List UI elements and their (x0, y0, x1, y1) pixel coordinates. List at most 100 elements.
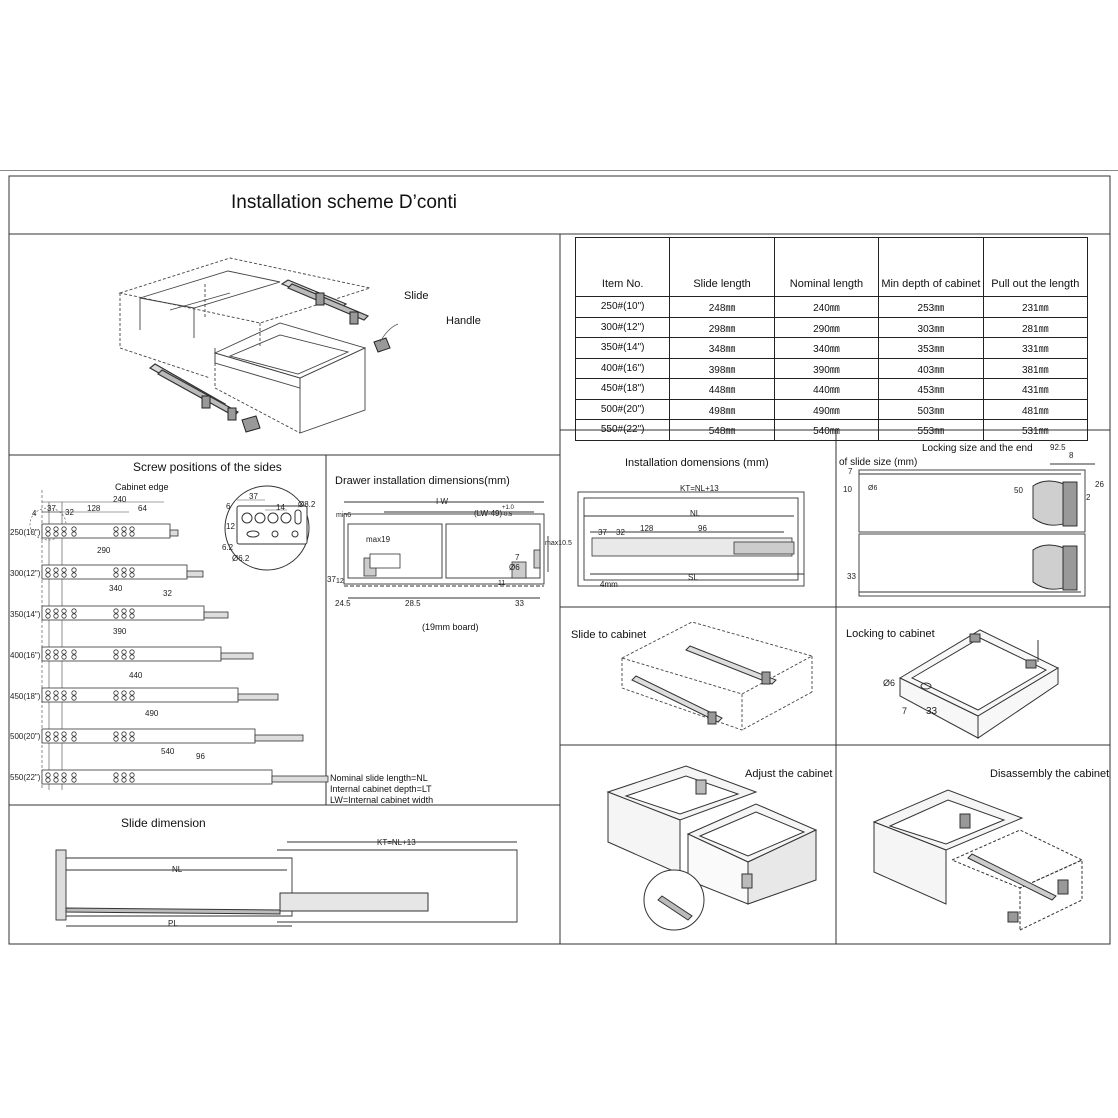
slide-extension (186, 570, 204, 578)
screw-hole (61, 613, 67, 619)
detail-dim-14: 14 (276, 503, 285, 512)
len-440: 440 (129, 671, 143, 680)
drawer-install-drawing (343, 501, 549, 599)
screw-hole (113, 649, 119, 655)
screw-hole (71, 731, 77, 737)
screw-hole (61, 777, 67, 783)
board-note: (19mm board) (422, 622, 479, 632)
screw-hole (45, 695, 51, 701)
screw-hole (45, 531, 51, 537)
screw-hole (129, 526, 135, 532)
screw-hole (113, 736, 119, 742)
table-cell: 400#(16") (574, 357, 671, 379)
screw-hole (45, 526, 51, 532)
screw-hole (121, 736, 127, 742)
screw-hole (129, 772, 135, 778)
col-header-min-depth: Min depth of cabinet (878, 237, 984, 297)
table-cell: 250#(10") (574, 296, 671, 318)
table-cell: 300#(12") (574, 316, 671, 338)
size-400: 400(16") (10, 651, 41, 660)
slide-dim-kt: KT=NL+13 (377, 838, 416, 847)
inst-32: 32 (616, 528, 625, 537)
screw-hole (53, 695, 59, 701)
dim-max19: max19 (366, 535, 391, 544)
screw-hole (71, 613, 77, 619)
col-header-slide-length: Slide length (669, 237, 775, 297)
screw-hole (45, 736, 51, 742)
detail-dim-37: 37 (249, 492, 258, 501)
screw-hole (113, 531, 119, 537)
detail-dim-6: 6 (226, 502, 231, 511)
screw-positions-drawing (29, 490, 329, 790)
inst-sl: SL (688, 573, 698, 582)
screw-hole (53, 777, 59, 783)
screw-hole (61, 731, 67, 737)
spec-table-header: Item No. Slide length Nominal length Min… (574, 237, 1089, 297)
screw-hole (121, 567, 127, 573)
inst-37: 37 (598, 528, 607, 537)
slide-row (41, 646, 254, 662)
col-header-nominal-length: Nominal length (773, 237, 880, 297)
table-row: 500#(20") 498㎜ 490㎜ 503㎜ 481㎜ (574, 398, 1089, 420)
screw-hole (113, 695, 119, 701)
screw-hole (129, 567, 135, 573)
size-350: 350(14") (10, 610, 41, 619)
screw-hole (61, 649, 67, 655)
screw-hole (71, 777, 77, 783)
screw-hole (53, 731, 59, 737)
table-cell: 403㎜ (878, 357, 984, 379)
slide-body (41, 769, 273, 785)
screw-hole (129, 695, 135, 701)
table-row: 250#(10") 248㎜ 240㎜ 253㎜ 231㎜ (574, 296, 1089, 318)
screw-hole (121, 695, 127, 701)
screw-hole (61, 695, 67, 701)
table-cell: 481㎜ (982, 398, 1089, 420)
size-500: 500(20") (10, 732, 41, 741)
screw-hole (45, 731, 51, 737)
screw-hole (71, 772, 77, 778)
table-cell: 500#(20") (574, 398, 671, 420)
screw-hole (61, 654, 67, 660)
table-cell: 553㎜ (878, 419, 984, 441)
screw-hole (121, 649, 127, 655)
dim-tol-plus: +1.0 (502, 505, 514, 511)
screw-hole (61, 572, 67, 578)
screw-hole (121, 731, 127, 737)
slide-to-cabinet-title: Slide to cabinet (571, 629, 647, 641)
table-cell: 298㎜ (669, 316, 775, 338)
table-cell: 240㎜ (773, 296, 880, 318)
detail-dim-6-2: 6.2 (222, 543, 234, 552)
lock-92-5: 92.5 (1050, 443, 1066, 452)
table-row: 350#(14") 348㎜ 340㎜ 353㎜ 331㎜ (574, 337, 1089, 359)
screw-hole (45, 690, 51, 696)
lock-7: 7 (848, 467, 853, 476)
slide-row (41, 728, 304, 744)
screw-hole (71, 654, 77, 660)
table-cell: 353㎜ (878, 337, 984, 359)
screw-hole (61, 772, 67, 778)
screw-hole (71, 531, 77, 537)
table-cell: 550#(22") (574, 419, 671, 441)
table-row: 400#(16") 398㎜ 390㎜ 403㎜ 381㎜ (574, 357, 1089, 379)
screw-hole (53, 654, 59, 660)
screw-hole (71, 690, 77, 696)
screw-hole (129, 777, 135, 783)
table-cell: 548㎜ (669, 419, 775, 441)
table-cell: 290㎜ (773, 316, 880, 338)
screw-hole (45, 654, 51, 660)
dim-max10-5: max10.5 (545, 540, 572, 547)
screw-hole (71, 695, 77, 701)
screw-hole (45, 649, 51, 655)
size-300: 300(12") (10, 569, 41, 578)
dim-96-extra: 96 (196, 752, 205, 761)
spec-table: Item No. Slide length Nominal length Min… (574, 237, 1089, 441)
install-domensions-drawing (577, 491, 805, 587)
screw-hole (71, 567, 77, 573)
inst-nl: NL (690, 509, 701, 518)
slide-label: Slide (404, 290, 429, 302)
screw-hole (71, 526, 77, 532)
slide-dim-nl: NL (172, 865, 183, 874)
screw-hole (61, 526, 67, 532)
slide-row (41, 564, 204, 580)
slide-extension (220, 652, 254, 660)
